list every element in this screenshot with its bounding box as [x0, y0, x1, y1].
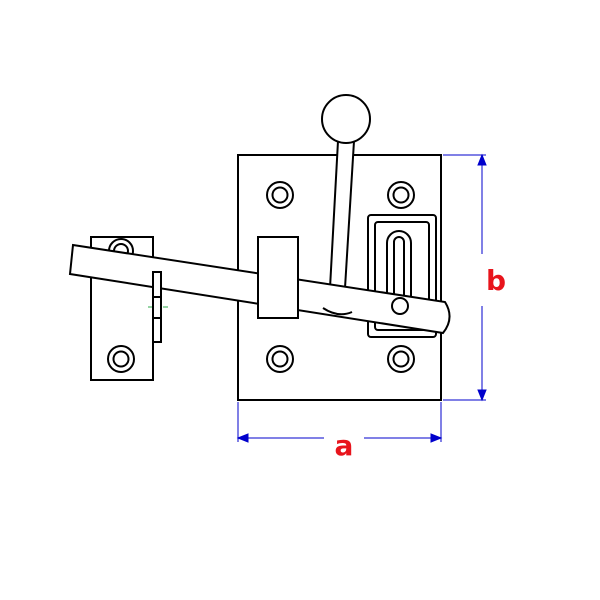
screw-icon: [387, 181, 415, 209]
guide-block: [257, 236, 299, 319]
mounting-screws: [107, 181, 415, 373]
handle-knob-icon: [321, 94, 371, 144]
dimension-height-label: b: [486, 264, 506, 297]
bar-pin-icon: [391, 297, 409, 315]
lever-handle: [321, 94, 371, 289]
dimension-width-label: a: [335, 429, 354, 462]
screw-icon: [107, 345, 135, 373]
screw-icon: [266, 181, 294, 209]
dimension-height: [443, 153, 487, 402]
screw-icon: [387, 345, 415, 373]
dimension-width: [236, 402, 443, 443]
screw-icon: [266, 345, 294, 373]
keeper-hook: [152, 271, 162, 343]
